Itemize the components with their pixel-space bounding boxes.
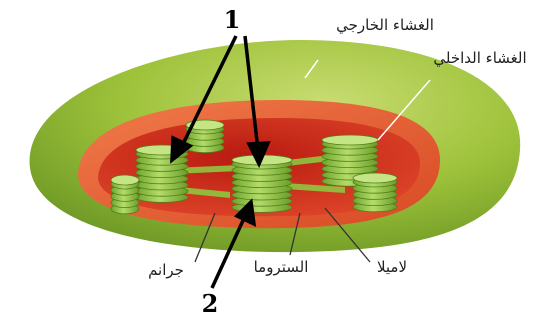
lamella-label: لاميلا (377, 258, 407, 276)
leader-stroma (289, 212, 301, 256)
thylakoid-top (321, 134, 379, 146)
leader-granum (194, 212, 216, 263)
arrow-1-left (178, 35, 238, 151)
arrow-1-right-head (246, 141, 271, 169)
arrows (170, 35, 271, 289)
number-2-label: 2 (202, 289, 219, 318)
thylakoid-top (185, 119, 225, 131)
granum-stack (231, 154, 293, 213)
outer-membrane-label: الغشاء الخارجي (336, 16, 434, 35)
leader-lamella (324, 207, 371, 263)
arrow-2 (210, 213, 248, 289)
granum-stack (135, 144, 189, 203)
thylakoid-top (352, 172, 398, 184)
granum-stack (352, 172, 398, 213)
leader-lines (304, 59, 431, 141)
lamella-connector (180, 187, 230, 198)
granum-stack (185, 119, 225, 154)
number-1-label: 1 (224, 5, 241, 34)
stroma-label: الستروما (254, 258, 309, 276)
granum-label: جرانم (148, 261, 184, 279)
arrow-1-right (243, 35, 260, 151)
thylakoid-top (110, 174, 140, 186)
leader-outer-membrane (304, 59, 319, 79)
granum-stack (110, 174, 140, 215)
granum-stack (321, 134, 379, 187)
arrow-2-head (234, 198, 257, 227)
arrow-1-left-head (170, 135, 194, 164)
inner-membrane-label: الغشاء الداخلي (433, 49, 526, 68)
bottom-leaders (194, 207, 371, 263)
leader-inner-membrane (377, 79, 431, 141)
